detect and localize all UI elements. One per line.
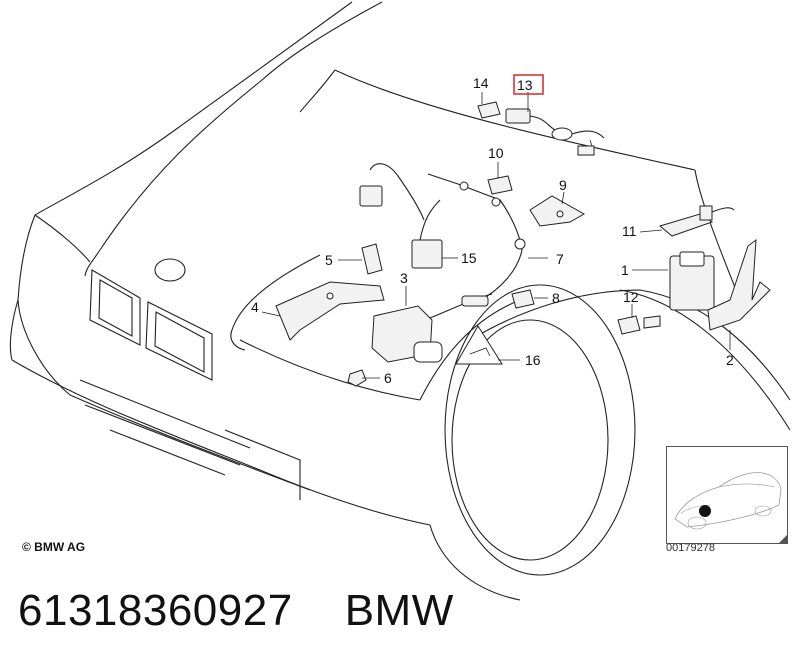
part-4-bracket <box>275 281 385 341</box>
car-outline <box>9 1 791 601</box>
thumbnail-car-icon <box>674 472 787 543</box>
copyright-text: © BMW AG <box>22 540 86 554</box>
part-14-connector <box>477 101 501 119</box>
highlight-box <box>513 74 544 95</box>
callout-2: 2 <box>726 352 734 368</box>
callout-12: 12 <box>623 289 639 305</box>
callout-10: 10 <box>488 145 504 161</box>
part-11-sensor <box>658 205 735 237</box>
part-2-bracket <box>707 238 771 331</box>
callout-14: 14 <box>473 75 489 91</box>
part-10-clip <box>487 175 513 195</box>
part-9-bracket <box>529 195 586 227</box>
thumbnail-id: 00179278 <box>666 542 715 554</box>
callout-4: 4 <box>251 299 259 315</box>
part-number: 61318360927 <box>18 586 293 635</box>
part-6-nut <box>347 369 367 387</box>
callout-7: 7 <box>556 251 564 267</box>
callout-5: 5 <box>325 252 333 268</box>
part-13-wiring-harness <box>505 108 605 156</box>
part-15-connector <box>411 199 443 269</box>
callout-3: 3 <box>400 270 408 286</box>
footer-caption: 61318360927 BMW <box>18 586 454 636</box>
callout-11: 11 <box>622 223 637 239</box>
callout-1: 1 <box>621 262 629 278</box>
callout-6: 6 <box>384 370 392 386</box>
part-5-clip <box>361 243 383 275</box>
part-3-actuator <box>371 293 493 363</box>
part-8-clip <box>511 289 535 309</box>
brand-name: BMW <box>344 586 454 635</box>
location-marker-icon <box>699 505 711 517</box>
callout-16: 16 <box>525 352 541 368</box>
part-16-warning-label <box>455 325 503 365</box>
part-1-control-unit <box>669 251 715 311</box>
callout-9: 9 <box>559 177 567 193</box>
leader-lines <box>261 92 731 379</box>
location-thumbnail <box>666 446 788 544</box>
callout-15: 15 <box>461 250 477 266</box>
part-sensor-cable <box>359 163 526 301</box>
callout-8: 8 <box>552 290 560 306</box>
part-12-connector <box>617 315 661 335</box>
callout-13: 13 <box>517 77 533 93</box>
